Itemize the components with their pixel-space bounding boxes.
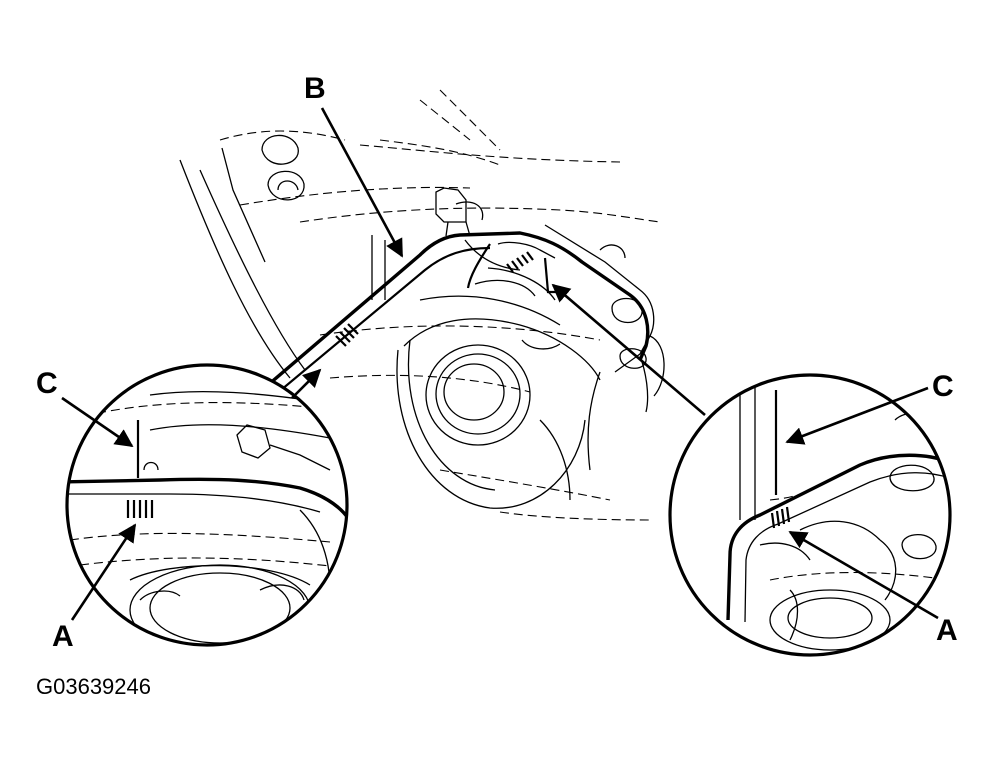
callout-labels: B C A C A — [36, 72, 958, 653]
detail-circle-left — [65, 363, 349, 647]
arrow-left-to-main — [291, 368, 322, 399]
leader-lines — [61, 107, 939, 621]
callout-b: B — [304, 72, 326, 105]
callout-c-left: C — [36, 367, 58, 400]
arrow-right-to-main — [551, 283, 706, 416]
callout-a-left: A — [52, 620, 74, 653]
callout-a-right: A — [936, 614, 958, 647]
background-body — [179, 89, 665, 521]
callout-c-right: C — [932, 370, 954, 403]
leader-c-right — [785, 386, 929, 445]
figure-id: G03639246 — [36, 674, 151, 699]
leader-a-right — [788, 530, 939, 620]
seal-bead-line — [266, 231, 650, 391]
detail-circle-right — [668, 373, 952, 657]
leader-b — [320, 107, 404, 258]
leader-c-left — [61, 396, 134, 448]
marking-hatch-left — [335, 323, 359, 347]
leader-a-left — [70, 523, 137, 621]
marking-hatch-right — [506, 251, 534, 273]
